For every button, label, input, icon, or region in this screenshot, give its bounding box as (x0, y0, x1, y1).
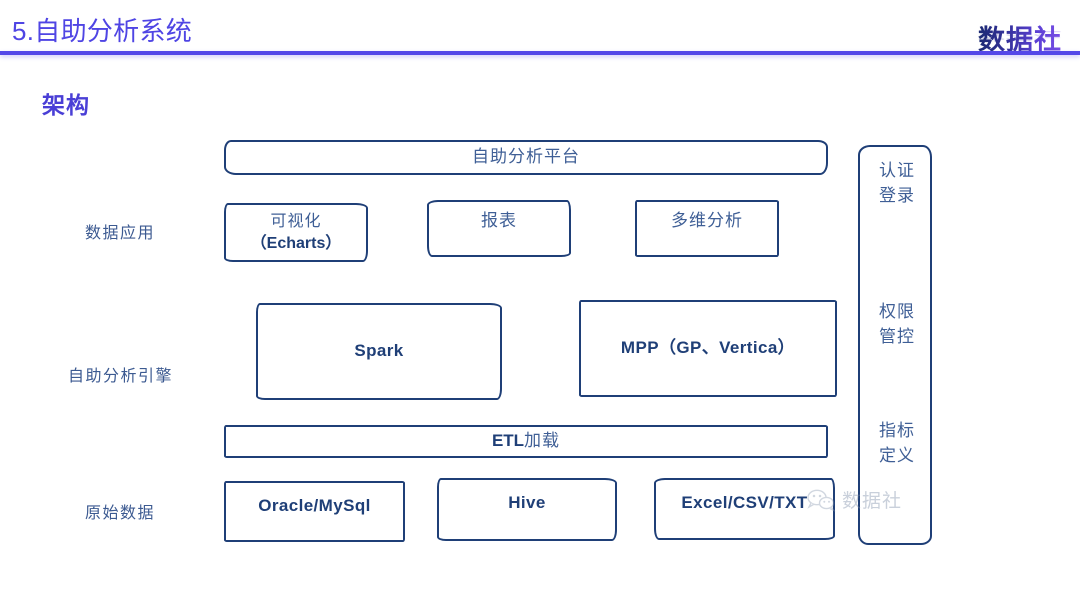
box-etl-load-label-strong: ETL (491, 431, 525, 451)
box-excel-csv-txt-label: Excel/CSV/TXT (681, 493, 808, 512)
box-self-service-platform-label: 自助分析平台 (472, 147, 580, 167)
box-etl-load-text: ETL加载 (492, 430, 560, 452)
sidebar-item-permission-control-line1: 权限 (879, 302, 915, 321)
row-label-raw-data: 原始数据 (85, 505, 156, 522)
box-mpp[interactable]: MPP（GP、Vertica） (579, 300, 837, 397)
box-oracle-mysql-label: Oracle/MySql (258, 496, 371, 515)
row-label-data-application: 数据应用 (85, 225, 156, 242)
box-visualization-text: 可视化 （Echarts） (251, 211, 342, 253)
box-hive-label: Hive (508, 493, 546, 512)
box-spark-label: Spark (354, 341, 404, 361)
box-visualization-label-line1: 可视化 (270, 213, 322, 231)
box-report-label: 报表 (481, 211, 517, 230)
box-multidimensional-analysis[interactable]: 多维分析 (635, 200, 779, 257)
sidebar-item-metric-definition-line1: 指标 (879, 421, 915, 440)
title-divider (0, 51, 1080, 55)
box-visualization-label-line2: （Echarts） (250, 234, 342, 252)
box-report[interactable]: 报表 (427, 200, 571, 257)
box-etl-load[interactable]: ETL加载 (224, 425, 828, 458)
row-label-analysis-engine: 自助分析引擎 (68, 368, 174, 385)
sidebar-item-metric-definition-line2: 定义 (879, 445, 915, 465)
section-heading: 架构 (42, 92, 90, 118)
page-title: 5.自助分析系统 (12, 16, 193, 46)
box-governance-sidebar[interactable]: 认证 登录 权限 管控 指标 定义 (858, 145, 932, 545)
sidebar-item-permission-control-line2: 管控 (879, 326, 915, 346)
box-spark[interactable]: Spark (256, 303, 502, 400)
sidebar-item-permission-control[interactable]: 权限 管控 (860, 300, 934, 349)
box-mpp-label: MPP（GP、Vertica） (620, 338, 796, 358)
box-hive[interactable]: Hive (437, 478, 617, 541)
box-excel-csv-txt[interactable]: Excel/CSV/TXT (654, 478, 835, 540)
sidebar-item-auth-login-line2: 登录 (879, 185, 915, 205)
box-oracle-mysql[interactable]: Oracle/MySql (224, 481, 405, 542)
box-etl-load-label-cn: 加载 (524, 431, 561, 451)
box-multidimensional-analysis-label: 多维分析 (671, 211, 743, 230)
brand-logo: 数据社 (978, 18, 1062, 57)
sidebar-item-metric-definition[interactable]: 指标 定义 (860, 419, 934, 468)
box-visualization[interactable]: 可视化 （Echarts） (224, 203, 368, 262)
box-self-service-platform[interactable]: 自助分析平台 (224, 140, 828, 175)
sidebar-item-auth-login[interactable]: 认证 登录 (860, 159, 934, 208)
sidebar-item-auth-login-line1: 认证 (879, 161, 915, 180)
